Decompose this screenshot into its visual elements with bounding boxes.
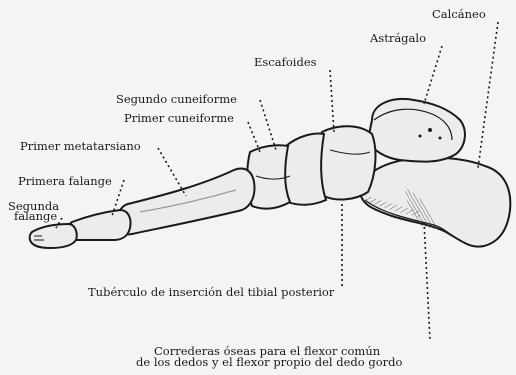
label-segundo-cuneiforme: Segundo cuneiforme: [116, 93, 237, 105]
label-escafoides: Escafoides: [254, 56, 317, 68]
label-primer-cuneiforme: Primer cuneiforme: [124, 112, 234, 124]
label-correderas-2: de los dedos y el flexor propio del dedo…: [136, 357, 402, 368]
leader-segundo-cuneiforme: [260, 100, 276, 150]
calcaneus-bone: [360, 157, 510, 246]
leader-astragalo: [424, 46, 442, 104]
leader-escafoides: [330, 70, 334, 132]
label-primer-metatarsiano: Primer metatarsiano: [20, 140, 141, 152]
label-falange: falange: [14, 211, 57, 222]
cuneiform-bones: [247, 134, 326, 209]
talus-bone: [368, 99, 465, 162]
second-phalanx-bone: [30, 224, 77, 248]
leader-calcaneo: [478, 22, 498, 168]
navicular-bone: [317, 126, 376, 199]
label-calcaneo: Calcáneo: [432, 8, 486, 20]
label-tuberculo: Tubérculo de inserción del tibial poster…: [88, 286, 334, 298]
first-metatarsal-bone: [118, 169, 255, 235]
label-astragalo: Astrágalo: [370, 32, 426, 44]
label-primera-falange: Primera falange: [18, 175, 112, 187]
leader-correderas: [424, 222, 430, 340]
